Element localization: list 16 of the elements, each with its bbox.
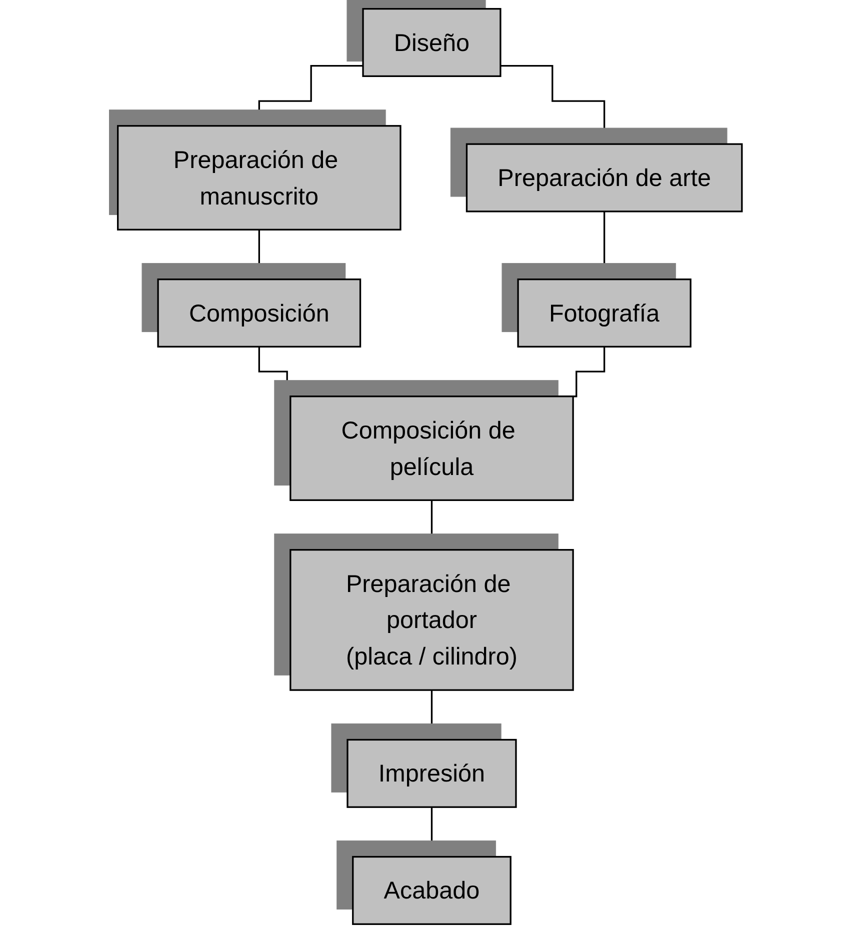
connector (603, 210, 605, 280)
connector (430, 499, 432, 551)
connector (258, 65, 363, 127)
node-box: Impresión (346, 738, 516, 808)
node-box: Composición de película (289, 396, 574, 501)
node-box: Preparación de manuscrito (116, 125, 401, 230)
node-box: Diseño (362, 8, 501, 78)
node-box: Preparación de portador (placa / cilindro) (289, 549, 574, 691)
connector (258, 228, 260, 280)
connector (500, 65, 605, 145)
node-box: Fotografía (516, 278, 692, 348)
node-box: Preparación de arte (466, 143, 742, 212)
node-box: Acabado (352, 856, 512, 925)
node-box: Composición (156, 278, 361, 348)
connector (430, 689, 432, 741)
connector (430, 806, 432, 858)
